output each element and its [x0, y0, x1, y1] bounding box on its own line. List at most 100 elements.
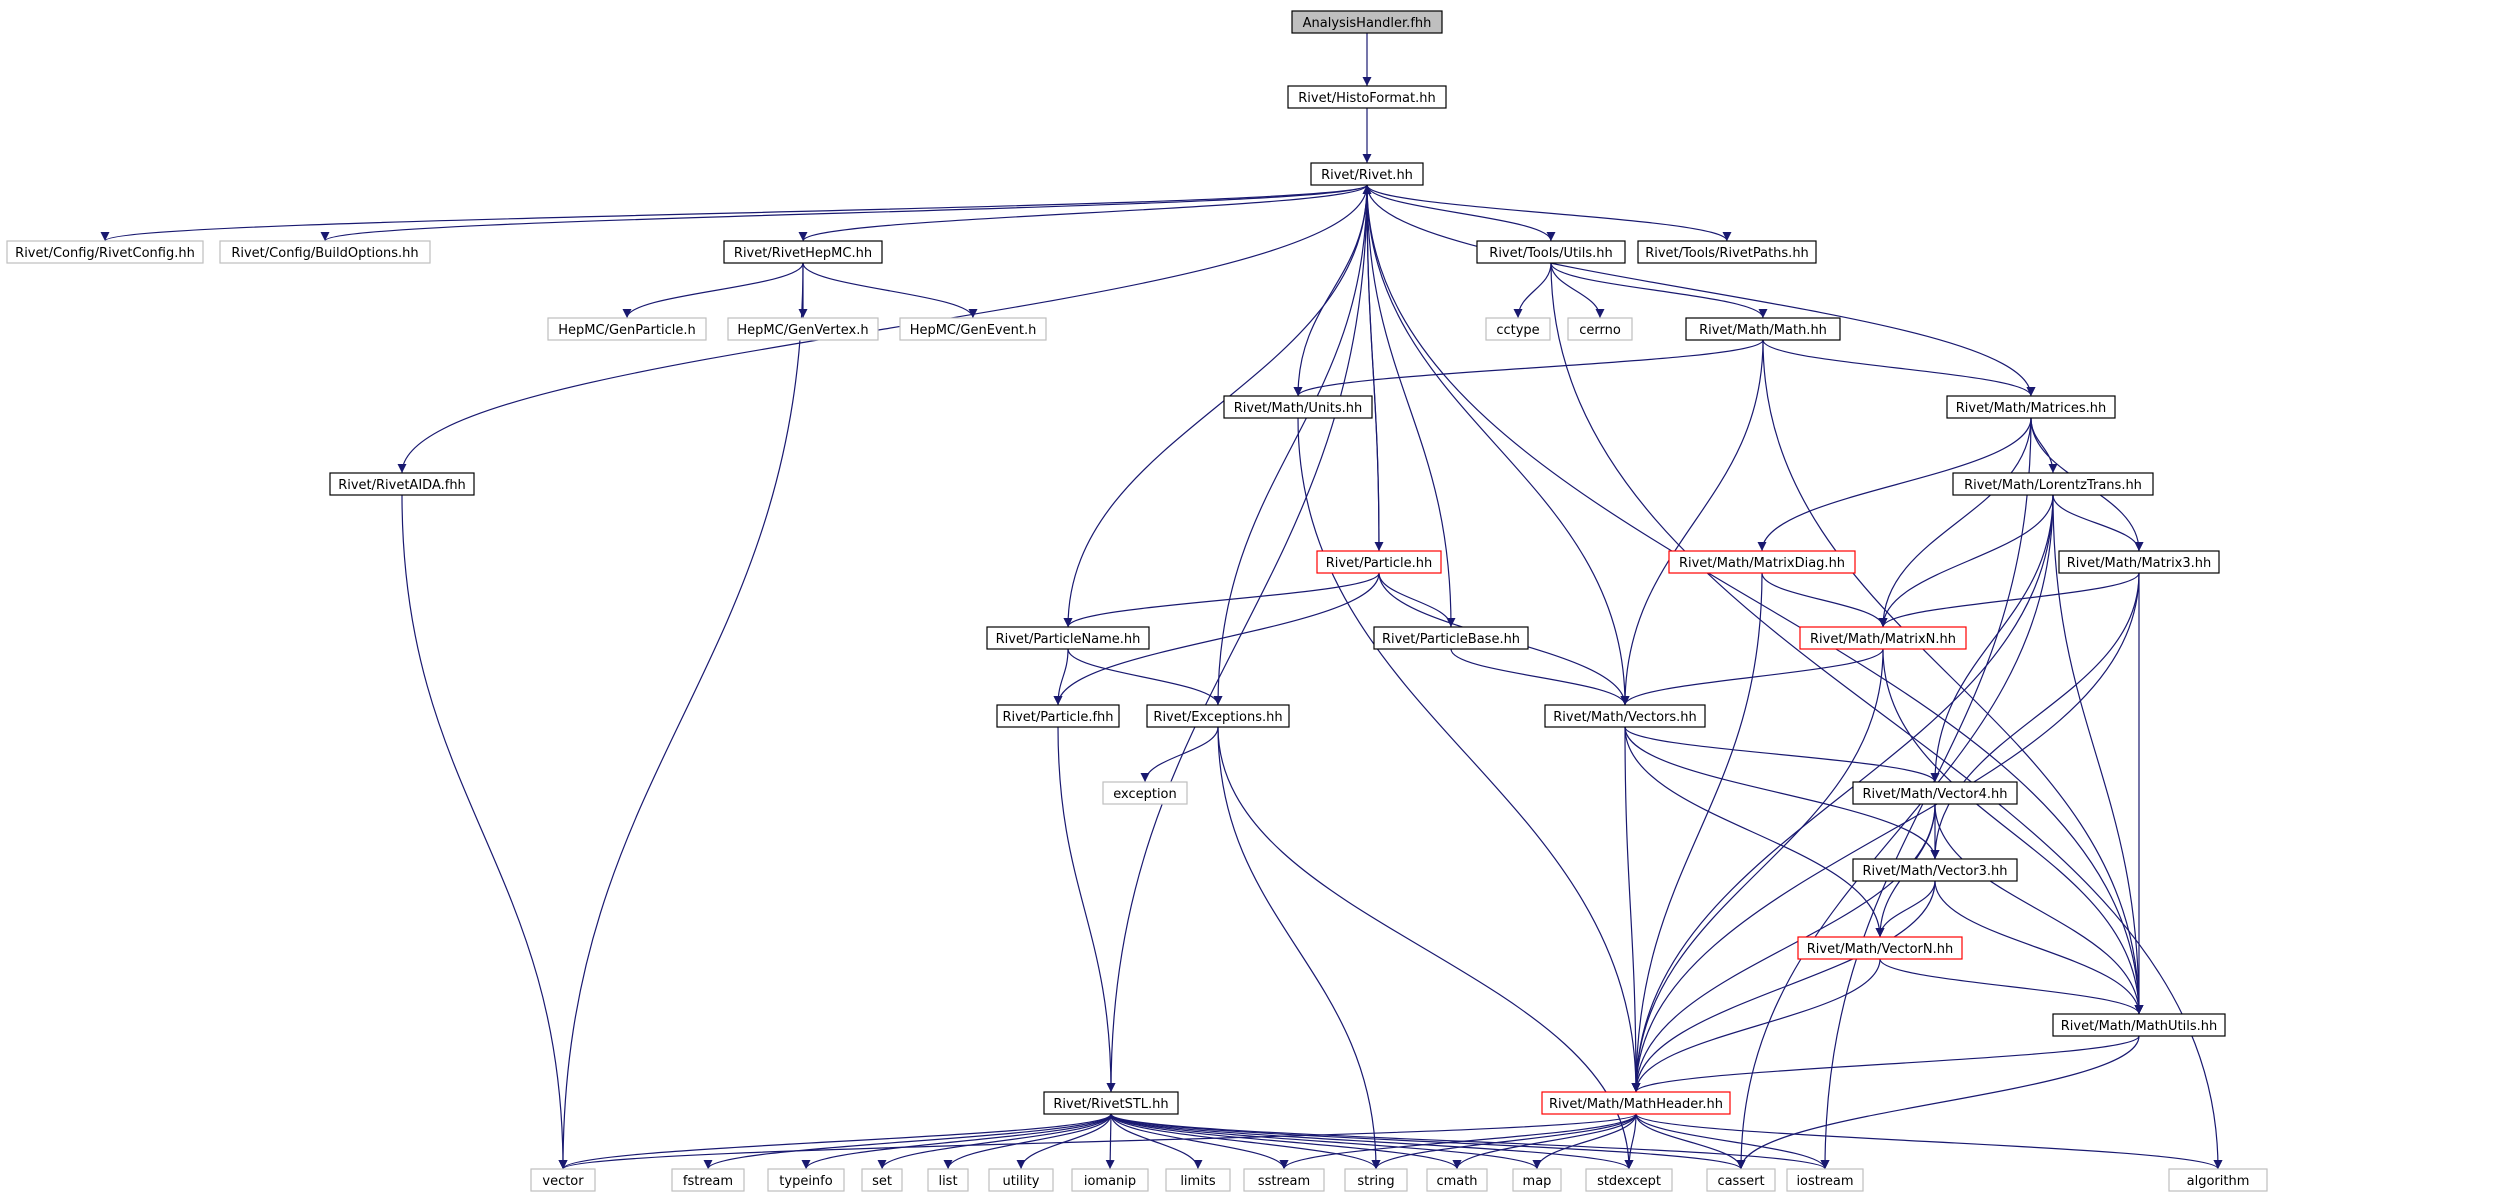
edge-pa-to-pb [1378, 572, 1456, 628]
node-box [1852, 781, 2018, 805]
node-label: Rivet/Math/Math.hh [1699, 323, 1827, 338]
node-label: Rivet/ParticleBase.hh [1382, 632, 1520, 647]
node-v4[interactable]: Rivet/Math/Vector4.hh [1852, 781, 2018, 805]
edge-m3-to-mn [1878, 572, 2140, 628]
node-tu[interactable]: Rivet/Tools/Utils.hh [1476, 240, 1626, 264]
edge-v4-to-mu [1934, 803, 2144, 1015]
node-label: exception [1113, 787, 1177, 802]
edge-pf-to-st [1057, 726, 1116, 1093]
node-box [1287, 85, 1447, 109]
edge-st-to-ti [801, 1113, 1112, 1170]
node-box [2052, 1013, 2226, 1037]
node-label: Rivet/Math/MatrixN.hh [1810, 632, 1956, 647]
edge-mm-to-un [1293, 339, 1764, 397]
node-lim: limits [1165, 1168, 1231, 1192]
node-un[interactable]: Rivet/Math/Units.hh [1223, 395, 1373, 419]
node-label: Rivet/Tools/RivetPaths.hh [1645, 246, 1809, 261]
node-pb[interactable]: Rivet/ParticleBase.hh [1373, 626, 1529, 650]
node-rp[interactable]: Rivet/Tools/RivetPaths.hh [1637, 240, 1817, 264]
edge-md-to-mn [1761, 572, 1888, 628]
node-pn[interactable]: Rivet/ParticleName.hh [986, 626, 1150, 650]
node-ce: cerrno [1567, 317, 1633, 341]
node-box [1291, 10, 1443, 34]
node-ai[interactable]: Rivet/RivetAIDA.fhh [329, 472, 475, 496]
node-ios: iostream [1786, 1168, 1864, 1192]
node-mh[interactable]: Rivet/Math/MathHeader.hh [1541, 1091, 1731, 1115]
node-gv: HepMC/GenVertex.h [727, 317, 879, 341]
node-rv[interactable]: Rivet/Rivet.hh [1310, 162, 1424, 186]
edge-rv-to-mu [1366, 184, 2144, 1015]
node-lt[interactable]: Rivet/Math/LorentzTrans.hh [1952, 472, 2154, 496]
edge-mh-to-str [1371, 1113, 1637, 1170]
node-box [988, 1168, 1054, 1192]
node-label: list [938, 1174, 957, 1189]
edge-layer [100, 33, 2223, 1170]
edge-v3-to-mu [1934, 880, 2144, 1015]
node-ah[interactable]: AnalysisHandler.fhh [1291, 10, 1443, 34]
node-label: string [1357, 1174, 1394, 1189]
node-st[interactable]: Rivet/RivetSTL.hh [1043, 1091, 1179, 1115]
node-label: Rivet/HistoFormat.hh [1298, 91, 1435, 106]
edge-mh-to-map [1532, 1113, 1637, 1170]
edge-mm-to-mu [1762, 339, 2144, 1015]
edge-rv-to-bo [320, 184, 1368, 242]
node-box [1476, 240, 1626, 264]
node-ex[interactable]: Rivet/Exceptions.hh [1146, 704, 1290, 728]
node-mx[interactable]: Rivet/Math/Matrices.hh [1946, 395, 2116, 419]
node-box [1165, 1168, 1231, 1192]
node-hf[interactable]: Rivet/HistoFormat.hh [1287, 85, 1447, 109]
node-utl: utility [988, 1168, 1054, 1192]
node-label: Rivet/ParticleName.hh [996, 632, 1141, 647]
node-box [2168, 1168, 2268, 1192]
node-pf[interactable]: Rivet/Particle.fhh [996, 704, 1120, 728]
node-label: HepMC/GenEvent.h [910, 323, 1037, 338]
edge-mh-to-vec [558, 1113, 1637, 1170]
node-box [1310, 162, 1424, 186]
node-label: Rivet/Math/Vector3.hh [1862, 864, 2007, 879]
edge-tu-to-cc [1513, 262, 1552, 319]
node-cm: cmath [1426, 1168, 1488, 1192]
node-mu[interactable]: Rivet/Math/MathUtils.hh [2052, 1013, 2226, 1037]
edge-hm-to-gp [622, 262, 804, 319]
edge-st-to-set [877, 1113, 1112, 1170]
node-box [767, 1168, 845, 1192]
node-box [329, 472, 475, 496]
edge-rv-to-ai [397, 184, 1368, 474]
edge-mn-to-ve [1620, 648, 1884, 706]
node-vn[interactable]: Rivet/Math/VectorN.hh [1797, 936, 1963, 960]
edge-md-to-mh [1631, 572, 1763, 1093]
edge-ve-to-v3 [1624, 726, 1940, 860]
edge-mh-to-cm [1452, 1113, 1637, 1170]
edge-rv-to-rp [1366, 184, 1732, 242]
node-pa[interactable]: Rivet/Particle.hh [1316, 550, 1442, 574]
node-vec: vector [530, 1168, 596, 1192]
edge-st-to-fs [703, 1113, 1112, 1170]
edge-m3-to-mh [1631, 572, 2140, 1093]
edge-mh-to-cas [1635, 1113, 1746, 1170]
edge-mm-to-mx [1762, 339, 2036, 397]
edge-mh-to-ss [1279, 1113, 1637, 1170]
edge-st-to-lim [1110, 1113, 1203, 1170]
node-box [671, 1168, 745, 1192]
node-box [1316, 550, 1442, 574]
node-rc: Rivet/Config/RivetConfig.hh [6, 240, 204, 264]
node-label: Rivet/Math/Vector4.hh [1862, 787, 2007, 802]
node-mn[interactable]: Rivet/Math/MatrixN.hh [1799, 626, 1967, 650]
node-box [1799, 626, 1967, 650]
node-box [996, 704, 1120, 728]
node-md[interactable]: Rivet/Math/MatrixDiag.hh [1668, 550, 1856, 574]
node-box [1102, 781, 1188, 805]
node-v3[interactable]: Rivet/Math/Vector3.hh [1852, 858, 2018, 882]
node-label: Rivet/RivetAIDA.fhh [338, 478, 466, 493]
edge-rv-to-hm [798, 184, 1368, 242]
node-ss: sstream [1243, 1168, 1325, 1192]
node-hm[interactable]: Rivet/RivetHepMC.hh [723, 240, 883, 264]
edge-mh-to-ios [1635, 1113, 1830, 1170]
node-ve[interactable]: Rivet/Math/Vectors.hh [1544, 704, 1706, 728]
node-box [1952, 472, 2154, 496]
node-label: sstream [1258, 1174, 1310, 1189]
node-mm[interactable]: Rivet/Math/Math.hh [1685, 317, 1841, 341]
node-m3[interactable]: Rivet/Math/Matrix3.hh [2058, 550, 2220, 574]
node-box [1946, 395, 2116, 419]
